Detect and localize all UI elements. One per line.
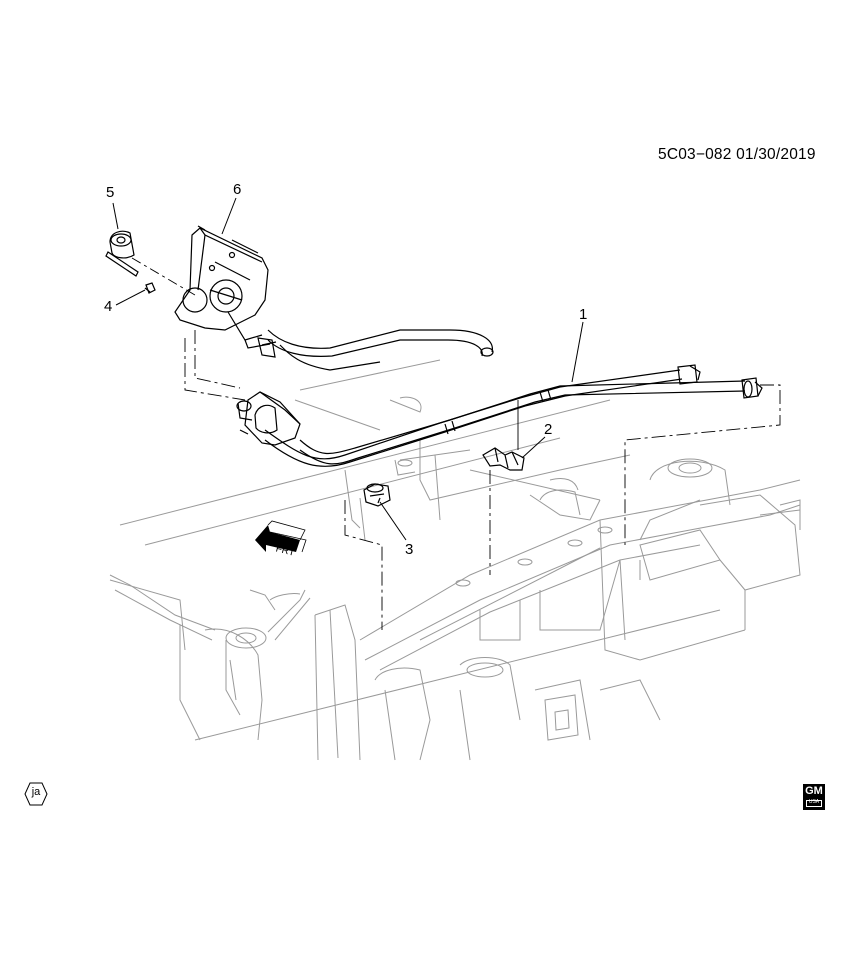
- clip-part-3: [363, 483, 391, 507]
- callout-5: 5: [106, 184, 115, 201]
- callout-4: 4: [104, 298, 113, 315]
- front-direction-arrow: FRT: [255, 520, 307, 559]
- vehicle-frame: [109, 359, 801, 761]
- fuel-pipe-assembly: [257, 329, 763, 467]
- gm-logo-text: GM: [805, 785, 823, 797]
- document-id: 5C03−082 01/30/2019: [658, 146, 816, 163]
- callout-6: 6: [233, 181, 242, 198]
- gm-logo: GM USA: [803, 784, 825, 810]
- leader-lines: [131, 257, 781, 630]
- callout-3: 3: [405, 541, 414, 558]
- gm-logo-sub-box: USA: [806, 799, 822, 807]
- callout-1: 1: [579, 306, 588, 323]
- isolator-part-5: [105, 230, 139, 277]
- bolt-part-4: [144, 282, 156, 294]
- gm-logo-sub: USA: [808, 799, 820, 805]
- callout-2: 2: [544, 421, 553, 438]
- language-badge: ja: [24, 782, 48, 806]
- language-badge-shape: [24, 782, 48, 806]
- clip-part-2: [482, 447, 525, 471]
- language-code: ja: [31, 786, 41, 798]
- callout-leaders: [112, 197, 584, 541]
- evap-canister-bracket: [174, 225, 301, 446]
- front-arrow-label: FRT: [275, 543, 296, 558]
